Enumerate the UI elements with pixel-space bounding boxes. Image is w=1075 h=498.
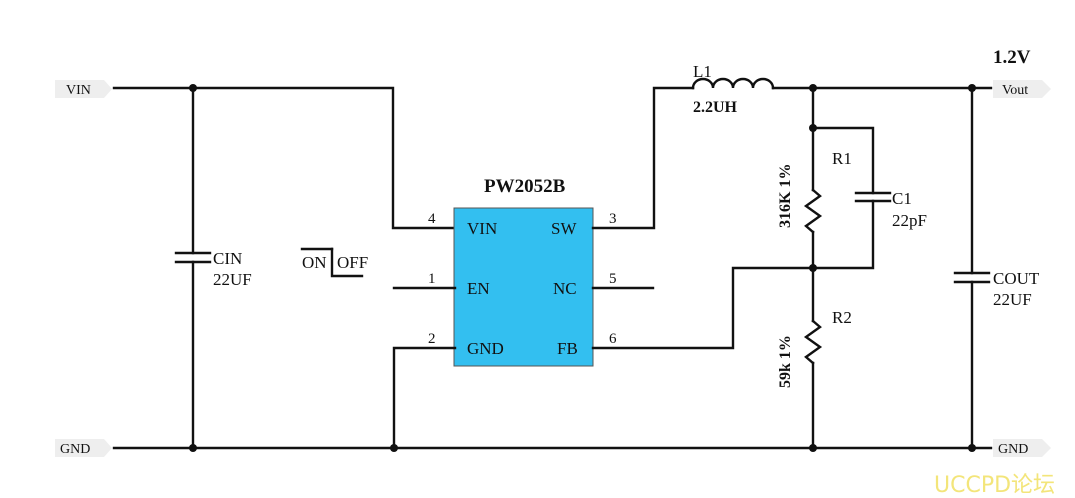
inductor-coil (691, 77, 775, 90)
output-voltage-label: 1.2V (993, 47, 1031, 68)
inductor-ref: L1 (693, 62, 712, 81)
wire-vin-rail (112, 86, 457, 230)
port-vout-label: Vout (1002, 83, 1028, 98)
pin-3-name: SW (551, 219, 577, 238)
inductor-value: 2.2UH (693, 99, 738, 116)
pin-4-name: VIN (467, 219, 497, 238)
r2-ref: R2 (832, 308, 852, 327)
port-gnd-right-label: GND (998, 442, 1028, 457)
pin-5-name: NC (553, 279, 577, 298)
wire-sw (591, 86, 695, 230)
port-gnd-left-flag (55, 439, 112, 457)
ic-part-number: PW2052B (484, 176, 566, 197)
c1-value: 22pF (892, 211, 927, 230)
pin-2-name: GND (467, 339, 504, 358)
capacitor-c1: C1 22pF (811, 126, 927, 270)
wire-fb (591, 266, 815, 350)
pin-1-name: EN (467, 279, 490, 298)
ic-pw2052b: PW2052B 4 VIN 1 EN 2 GND 3 SW 5 NC 6 FB (392, 176, 655, 450)
port-gnd-left-label: GND (60, 442, 90, 457)
port-vin-label: VIN (66, 83, 91, 98)
enable-switch-label: ON OFF (300, 247, 368, 278)
enable-off-label: OFF (337, 253, 368, 272)
cin-value: 22UF (213, 270, 252, 289)
pin-6-number: 6 (609, 331, 617, 347)
cout-ref: COUT (993, 269, 1040, 288)
r1-zigzag (803, 188, 823, 234)
resistor-r1: R1 316K 1% (777, 86, 852, 270)
inductor-l1: L1 2.2UH (691, 62, 775, 116)
pin-5-number: 5 (609, 271, 617, 287)
capacitor-cout: COUT 22UF (953, 86, 1040, 450)
r2-value: 59k 1% (777, 335, 794, 388)
r1-value: 316K 1% (777, 164, 794, 228)
port-vin-flag (55, 80, 112, 98)
pin-2-number: 2 (428, 331, 436, 347)
enable-on-label: ON (302, 253, 327, 272)
pin-6-name: FB (557, 339, 578, 358)
capacitor-cin: CIN 22UF (174, 86, 252, 450)
port-gnd-right-flag (993, 439, 1051, 457)
pin-3-number: 3 (609, 211, 617, 227)
r1-ref: R1 (832, 149, 852, 168)
port-vin: VIN (55, 80, 112, 98)
pin-1-number: 1 (428, 271, 436, 287)
pin-4-number: 4 (428, 211, 436, 227)
port-gnd-right: GND (993, 439, 1051, 457)
resistor-r2: R2 59k 1% (777, 266, 852, 450)
port-vout: Vout (993, 80, 1051, 98)
cin-ref: CIN (213, 249, 242, 268)
r2-zigzag (803, 319, 823, 365)
port-gnd-left: GND (55, 439, 112, 457)
port-vout-flag (993, 80, 1051, 98)
watermark-text: UCCPD论坛 (934, 473, 1055, 498)
c1-ref: C1 (892, 189, 912, 208)
pin-2-lead (392, 346, 457, 450)
cout-value: 22UF (993, 290, 1032, 309)
